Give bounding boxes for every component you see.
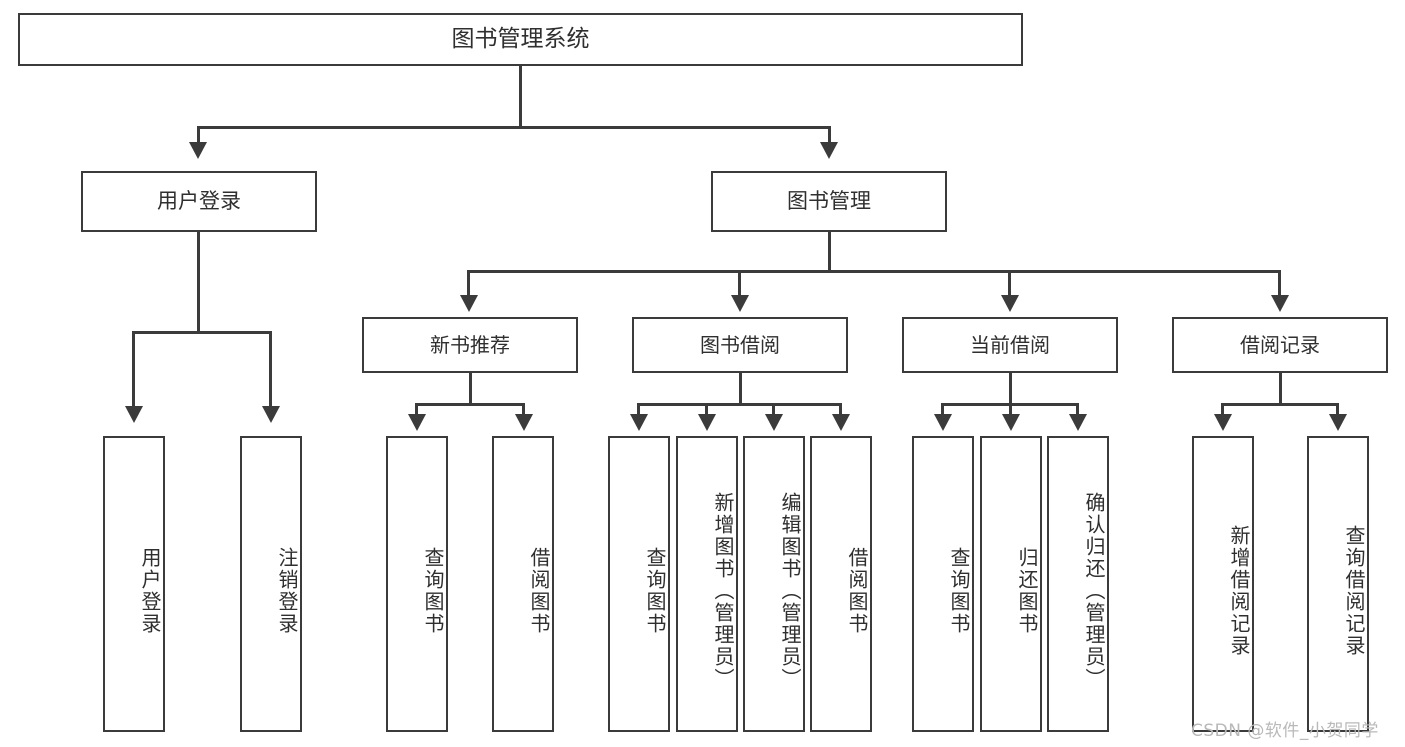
node-label: 借阅图书 xyxy=(845,547,869,635)
node-label: 用户登录 xyxy=(138,547,162,635)
connector-recommend-drop-2 xyxy=(522,403,525,417)
arrowhead-new-book-recommend xyxy=(460,295,478,312)
leaf-current-query-book[interactable]: 查询图书 xyxy=(912,436,974,732)
arrowhead-current-leaf-2 xyxy=(1002,414,1020,431)
arrowhead-record-leaf-2 xyxy=(1329,414,1347,431)
connector-record-bus xyxy=(1221,403,1339,406)
node-label: 借阅图书 xyxy=(527,547,551,635)
node-label: 借阅记录 xyxy=(1240,332,1320,357)
node-label: 新增借阅记录 xyxy=(1227,525,1251,657)
connector-user-login-trunk xyxy=(197,232,200,333)
connector-borrow-drop-4 xyxy=(839,403,842,417)
connector-record-drop-1 xyxy=(1221,403,1224,417)
connector-book-mgmt-trunk xyxy=(828,232,831,272)
connector-borrow-drop-3 xyxy=(772,403,775,417)
leaf-borrow-borrow-book[interactable]: 借阅图书 xyxy=(810,436,872,732)
node-label: 确认归还（管理员） xyxy=(1082,492,1106,690)
arrowhead-book-borrow xyxy=(731,295,749,312)
connector-borrow-trunk xyxy=(739,373,742,405)
connector-recommend-trunk xyxy=(469,373,472,405)
connector-root-to-user-login xyxy=(197,126,200,144)
connector-book-mgmt-bus xyxy=(467,270,1279,273)
arrowhead-record-leaf-1 xyxy=(1214,414,1232,431)
node-user-login[interactable]: 用户登录 xyxy=(81,171,317,232)
connector-current-trunk xyxy=(1009,373,1012,405)
watermark-text: CSDN @软件_小贺同学 xyxy=(1191,721,1379,741)
arrowhead-user-login xyxy=(189,142,207,159)
node-book-borrow[interactable]: 图书借阅 xyxy=(632,317,848,373)
arrowhead-leaf-user-login xyxy=(125,406,143,423)
connector-book-mgmt-drop-3 xyxy=(1008,270,1011,298)
arrowhead-current-leaf-1 xyxy=(934,414,952,431)
arrowhead-leaf-logout xyxy=(262,406,280,423)
leaf-borrow-add-book[interactable]: 新增图书（管理员） xyxy=(676,436,738,732)
connector-current-drop-2 xyxy=(1009,403,1012,417)
arrowhead-book-mgmt xyxy=(820,142,838,159)
leaf-logout[interactable]: 注销登录 xyxy=(240,436,302,732)
leaf-current-confirm-return[interactable]: 确认归还（管理员） xyxy=(1047,436,1109,732)
node-label: 查询图书 xyxy=(947,547,971,635)
node-label: 查询借阅记录 xyxy=(1342,525,1366,657)
connector-recommend-drop-1 xyxy=(415,403,418,417)
arrowhead-current-borrow xyxy=(1001,295,1019,312)
node-label: 当前借阅 xyxy=(970,332,1050,357)
leaf-recommend-borrow-book[interactable]: 借阅图书 xyxy=(492,436,554,732)
leaf-current-return-book[interactable]: 归还图书 xyxy=(980,436,1042,732)
node-label: 图书借阅 xyxy=(700,332,780,357)
node-book-management[interactable]: 图书管理 xyxy=(711,171,947,232)
arrowhead-borrow-leaf-4 xyxy=(832,414,850,431)
connector-user-login-drop-2 xyxy=(269,331,272,409)
arrowhead-recommend-leaf-2 xyxy=(515,414,533,431)
node-label: 查询图书 xyxy=(421,547,445,635)
connector-user-login-bus xyxy=(132,331,272,334)
arrowhead-borrow-record xyxy=(1271,295,1289,312)
connector-borrow-bus xyxy=(637,403,842,406)
arrowhead-borrow-leaf-2 xyxy=(698,414,716,431)
arrowhead-borrow-leaf-1 xyxy=(630,414,648,431)
node-label: 新增图书（管理员） xyxy=(711,492,735,690)
arrowhead-recommend-leaf-1 xyxy=(408,414,426,431)
connector-root-to-book-mgmt xyxy=(828,126,831,144)
connector-recommend-bus xyxy=(415,403,525,406)
leaf-record-query-record[interactable]: 查询借阅记录 xyxy=(1307,436,1369,732)
node-label: 图书管理 xyxy=(787,188,871,213)
connector-record-drop-2 xyxy=(1336,403,1339,417)
node-label: 新书推荐 xyxy=(430,332,510,357)
connector-book-mgmt-drop-2 xyxy=(738,270,741,298)
connector-current-drop-3 xyxy=(1076,403,1079,417)
node-label: 归还图书 xyxy=(1015,547,1039,635)
node-label: 图书管理系统 xyxy=(451,26,590,53)
connector-book-mgmt-drop-1 xyxy=(467,270,470,298)
connector-record-trunk xyxy=(1279,373,1282,405)
connector-root-bus xyxy=(197,126,831,129)
node-root-system[interactable]: 图书管理系统 xyxy=(18,13,1023,66)
leaf-borrow-edit-book[interactable]: 编辑图书（管理员） xyxy=(743,436,805,732)
arrowhead-borrow-leaf-3 xyxy=(765,414,783,431)
connector-root-trunk xyxy=(519,66,522,126)
node-current-borrow[interactable]: 当前借阅 xyxy=(902,317,1118,373)
node-new-book-recommend[interactable]: 新书推荐 xyxy=(362,317,578,373)
leaf-record-add-record[interactable]: 新增借阅记录 xyxy=(1192,436,1254,732)
node-label: 查询图书 xyxy=(643,547,667,635)
connector-current-drop-1 xyxy=(941,403,944,417)
leaf-borrow-query-book[interactable]: 查询图书 xyxy=(608,436,670,732)
node-borrow-record[interactable]: 借阅记录 xyxy=(1172,317,1388,373)
leaf-user-login[interactable]: 用户登录 xyxy=(103,436,165,732)
leaf-recommend-query-book[interactable]: 查询图书 xyxy=(386,436,448,732)
connector-borrow-drop-2 xyxy=(705,403,708,417)
connector-borrow-drop-1 xyxy=(637,403,640,417)
node-label: 编辑图书（管理员） xyxy=(778,492,802,690)
node-label: 注销登录 xyxy=(275,547,299,635)
node-label: 用户登录 xyxy=(157,188,241,213)
arrowhead-current-leaf-3 xyxy=(1069,414,1087,431)
connector-user-login-drop-1 xyxy=(132,331,135,409)
connector-book-mgmt-drop-4 xyxy=(1278,270,1281,298)
